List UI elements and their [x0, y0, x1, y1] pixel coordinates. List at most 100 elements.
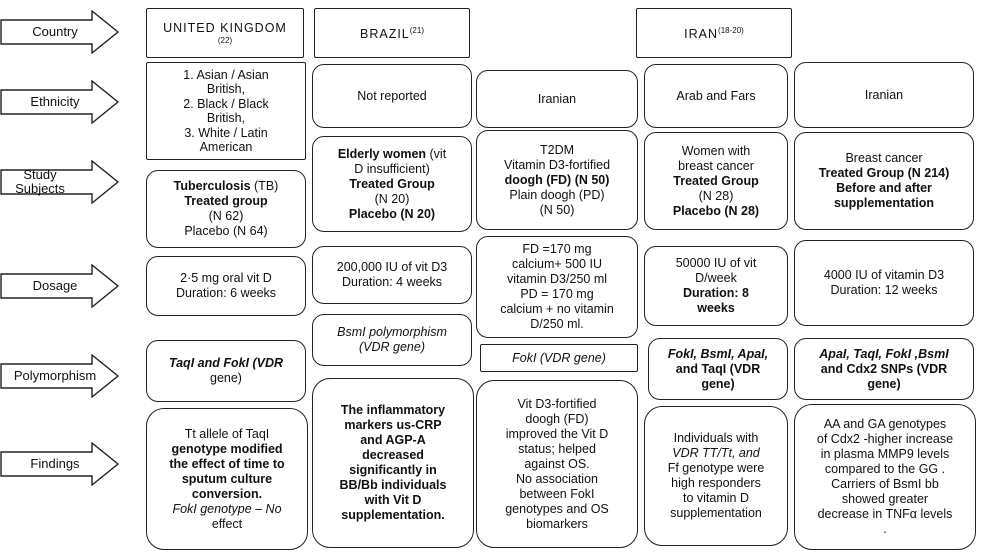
country-ref: (18-20): [718, 26, 744, 36]
arrow-country: Country: [0, 10, 120, 54]
ethnicity-line: 3. White / Latin: [184, 125, 268, 140]
subjects-iran-1: T2DM Vitamin D3-fortified doogh (FD) (N …: [476, 130, 638, 230]
subjects-line: Treated Group: [349, 176, 435, 191]
findings-line: the effect of time to: [169, 456, 285, 471]
dosage-line: Duration: 6 weeks: [175, 286, 277, 300]
findings-line: decreased: [362, 448, 424, 462]
ethnicity-uk: 1. Asian / Asian British, 2. Black / Bla…: [146, 62, 306, 160]
ethnicity-text: Arab and Fars: [676, 88, 756, 103]
dosage-line: Duration: 4 weeks: [341, 275, 443, 289]
country-name: BRAZIL: [360, 27, 410, 42]
findings-line: Vit D3-fortified: [517, 396, 597, 411]
arrow-study-subjects: Study Subjects: [0, 160, 120, 204]
findings-line: and AGP-A: [360, 433, 426, 447]
dosage-line: Duration: 8: [683, 286, 749, 300]
country-ref: (22): [217, 36, 233, 45]
dosage-line: PD = 170 mg: [520, 287, 594, 301]
subjects-line: (vit: [426, 146, 447, 161]
country-uk: UNITED KINGDOM (22): [146, 8, 304, 58]
subjects-line: Placebo (N 20): [348, 206, 436, 221]
block-arrow-shape: [0, 442, 120, 486]
dosage-line: FD =170 mg: [522, 242, 592, 256]
dosage-line: Duration: 12 weeks: [830, 283, 938, 297]
arrow-findings: Findings: [0, 442, 120, 486]
subjects-line: Tuberculosis: [173, 179, 251, 193]
subjects-line: D insufficient): [354, 161, 430, 176]
subjects-line: (N 20): [374, 191, 410, 206]
country-name: IRAN: [684, 27, 719, 42]
subjects-line: (TB): [250, 179, 279, 193]
polymorphism-line: TaqI and FokI (VDR: [168, 356, 284, 370]
polymorphism-line: FokI, BsmI, ApaI,: [667, 346, 769, 361]
dosage-iran-1: FD =170 mg calcium+ 500 IU vitamin D3/25…: [476, 236, 638, 338]
ethnicity-iran-3: Iranian: [794, 62, 974, 128]
ethnicity-text: Iranian: [537, 91, 577, 106]
findings-line: compared to the GG .: [824, 462, 946, 476]
block-arrow-shape: [0, 160, 120, 204]
findings-line: .: [883, 522, 887, 536]
subjects-line: supplementation: [833, 196, 934, 210]
findings-brazil: The inflammatory markers us-CRP and AGP-…: [312, 378, 474, 548]
findings-line: status; helped: [518, 441, 596, 456]
dosage-line: 4000 IU of vitamin D3: [823, 268, 945, 282]
findings-line: Tt allele of TaqI: [184, 426, 270, 441]
polymorphism-line: ApaI, TaqI, FokI ,BsmI: [819, 346, 949, 361]
ethnicity-iran-1: Iranian: [476, 70, 638, 128]
findings-line: to vitamin D: [683, 491, 749, 505]
subjects-line: T2DM: [539, 142, 575, 157]
polymorphism-line: FokI (VDR gene): [512, 350, 606, 365]
dosage-line: D/week: [695, 271, 737, 285]
findings-line: VDR TT/Tt, and: [672, 446, 760, 460]
dosage-brazil: 200,000 IU of vit D3 Duration: 4 weeks: [312, 246, 472, 304]
subjects-line: doogh (FD) (N 50): [504, 172, 610, 187]
findings-line: Ff genotype were: [667, 461, 765, 475]
findings-line: supplementation: [670, 506, 762, 520]
subjects-line: (N 62): [208, 209, 244, 223]
country-ref: (21): [409, 26, 424, 36]
row-label-country: Country: [32, 24, 78, 39]
dosage-line: calcium + no vitamin: [500, 302, 614, 316]
ethnicity-text: Iranian: [864, 87, 904, 102]
polymorphism-iran-2: FokI, BsmI, ApaI, and TaqI (VDR gene): [648, 338, 788, 400]
subjects-brazil: Elderly women (vit D insufficient) Treat…: [312, 136, 472, 232]
findings-line: in plasma MMP9 levels: [820, 447, 950, 461]
subjects-line: Women with: [681, 143, 751, 158]
ethnicity-line: British,: [206, 82, 246, 96]
subjects-iran-2: Women with breast cancer Treated Group (…: [644, 132, 788, 230]
polymorphism-uk: TaqI and FokI (VDR gene): [146, 340, 306, 402]
subjects-line: Before and after: [836, 181, 932, 195]
subjects-line: Elderly women: [337, 146, 427, 161]
subjects-line: Breast cancer: [845, 151, 923, 165]
block-arrow-shape: [0, 80, 120, 124]
findings-line: against OS.: [524, 456, 590, 471]
polymorphism-iran-3: ApaI, TaqI, FokI ,BsmI and Cdx2 SNPs (VD…: [794, 338, 974, 400]
findings-line: Carriers of BsmI bb: [831, 477, 939, 491]
ethnicity-line: 1. Asian / Asian: [183, 67, 269, 82]
polymorphism-line: and Cdx2 SNPs (VDR: [820, 361, 948, 376]
findings-line: doogh (FD): [525, 411, 589, 426]
findings-iran-1: Vit D3-fortified doogh (FD) improved the…: [476, 380, 638, 548]
findings-line: effect: [211, 516, 243, 531]
polymorphism-line: gene): [867, 376, 901, 391]
dosage-uk: 2·5 mg oral vit D Duration: 6 weeks: [146, 256, 306, 316]
subjects-iran-3: Breast cancer Treated Group (N 214) Befo…: [794, 132, 974, 230]
findings-line: biomarkers: [526, 516, 588, 531]
findings-line: improved the Vit D: [505, 426, 609, 441]
findings-iran-2: Individuals with VDR TT/Tt, and Ff genot…: [644, 406, 788, 546]
subjects-line: Placebo (N 64): [184, 224, 268, 238]
block-arrow-shape: [0, 354, 120, 398]
ethnicity-text: Not reported: [357, 88, 427, 103]
findings-line: markers us-CRP: [344, 418, 442, 432]
dosage-line: D/250 ml.: [530, 317, 584, 331]
row-label-polymorphism: Polymorphism: [13, 368, 97, 383]
ethnicity-line: 2. Black / Black: [183, 96, 269, 111]
dosage-line: 50000 IU of vit: [675, 256, 757, 270]
polymorphism-line: gene): [701, 376, 735, 391]
arrow-dosage: Dosage: [0, 264, 120, 308]
findings-line: No association: [516, 471, 598, 486]
findings-line: with Vit D: [364, 493, 422, 507]
findings-line: AA and GA genotypes: [823, 417, 947, 431]
arrow-polymorphism: Polymorphism: [0, 354, 120, 398]
polymorphism-brazil: BsmI polymorphism (VDR gene): [312, 314, 472, 366]
subjects-line: Treated Group (N 214): [818, 166, 950, 180]
